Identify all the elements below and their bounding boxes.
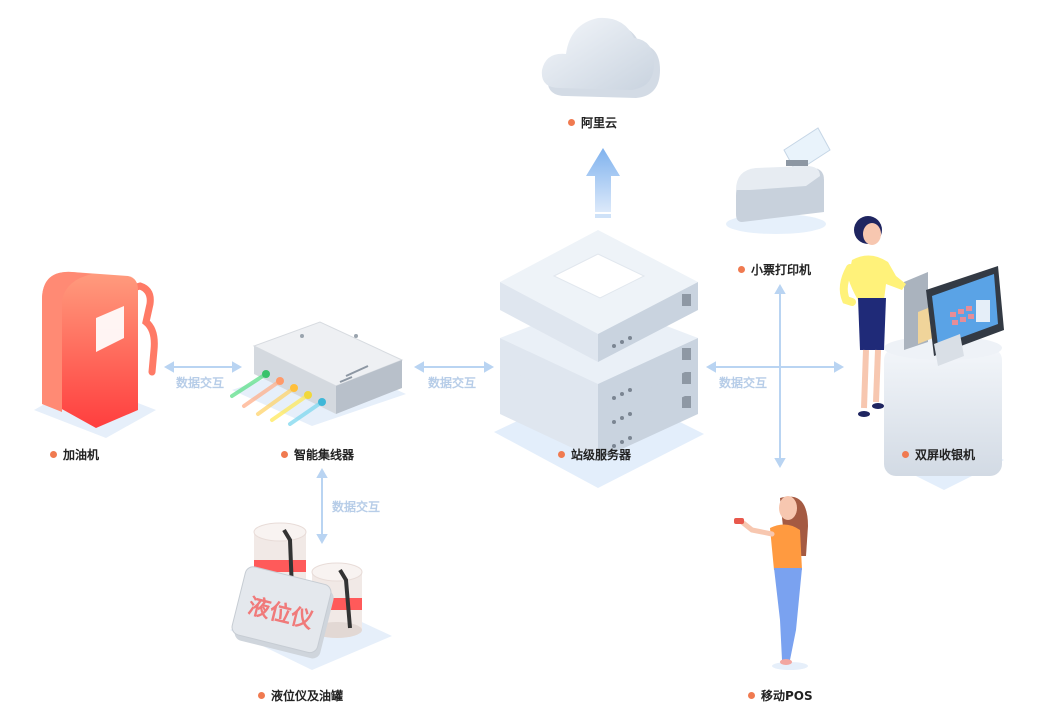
cloud-icon [541,17,660,98]
server-stack-icon [494,230,704,488]
gauge-panel: 液位仪 [231,566,334,659]
connector-hub-tank [316,467,328,545]
label-cloud: 阿里云 [568,114,617,131]
connector-label-server-cashier: 数据交互 [719,376,768,390]
label-fuel-dispenser: 加油机 [50,446,99,463]
connector-printer-mobile [774,283,786,469]
label-cashier: 双屏收银机 [902,446,975,463]
connector-pump-hub [163,361,243,373]
connector-label-hub-server: 数据交互 [428,376,477,390]
label-dot [281,451,288,458]
upload-arrow-icon [586,148,620,218]
label-hub-text: 智能集线器 [294,448,355,462]
label-dot [568,119,575,126]
receipt-printer-icon [726,127,831,234]
tank-gauge-icon: 液位仪 [230,522,392,670]
fuel-pump-icon [34,271,158,438]
label-tank-gauge: 液位仪及油罐 [258,687,343,704]
label-cashier-text: 双屏收银机 [915,448,976,462]
label-dot [258,692,265,699]
label-fuel-dispenser-text: 加油机 [63,448,100,462]
connector-label-pump-hub: 数据交互 [176,376,225,390]
label-dot [738,266,745,273]
label-printer-text: 小票打印机 [751,263,812,277]
mobile-pos-icon [734,496,808,670]
label-dot [902,451,909,458]
server-unit-1 [500,230,698,362]
connector-hub-server [413,361,495,373]
connector-label-hub-tank: 数据交互 [332,500,381,514]
label-cloud-text: 阿里云 [581,116,618,130]
label-mobile-pos: 移动POS [748,687,813,704]
label-dot [748,692,755,699]
pos-terminal-icon [884,266,1004,490]
label-tank-gauge-text: 液位仪及油罐 [271,689,344,703]
label-server: 站级服务器 [558,446,631,463]
label-printer: 小票打印机 [738,261,811,278]
label-dot [558,451,565,458]
label-dot [50,451,57,458]
cashier-woman-figure [839,216,906,417]
network-hub-icon [230,321,406,426]
label-hub: 智能集线器 [281,446,354,463]
label-server-text: 站级服务器 [571,448,632,462]
label-mobile-pos-text: 移动POS [761,689,813,703]
connector-server-cashier [705,361,845,373]
